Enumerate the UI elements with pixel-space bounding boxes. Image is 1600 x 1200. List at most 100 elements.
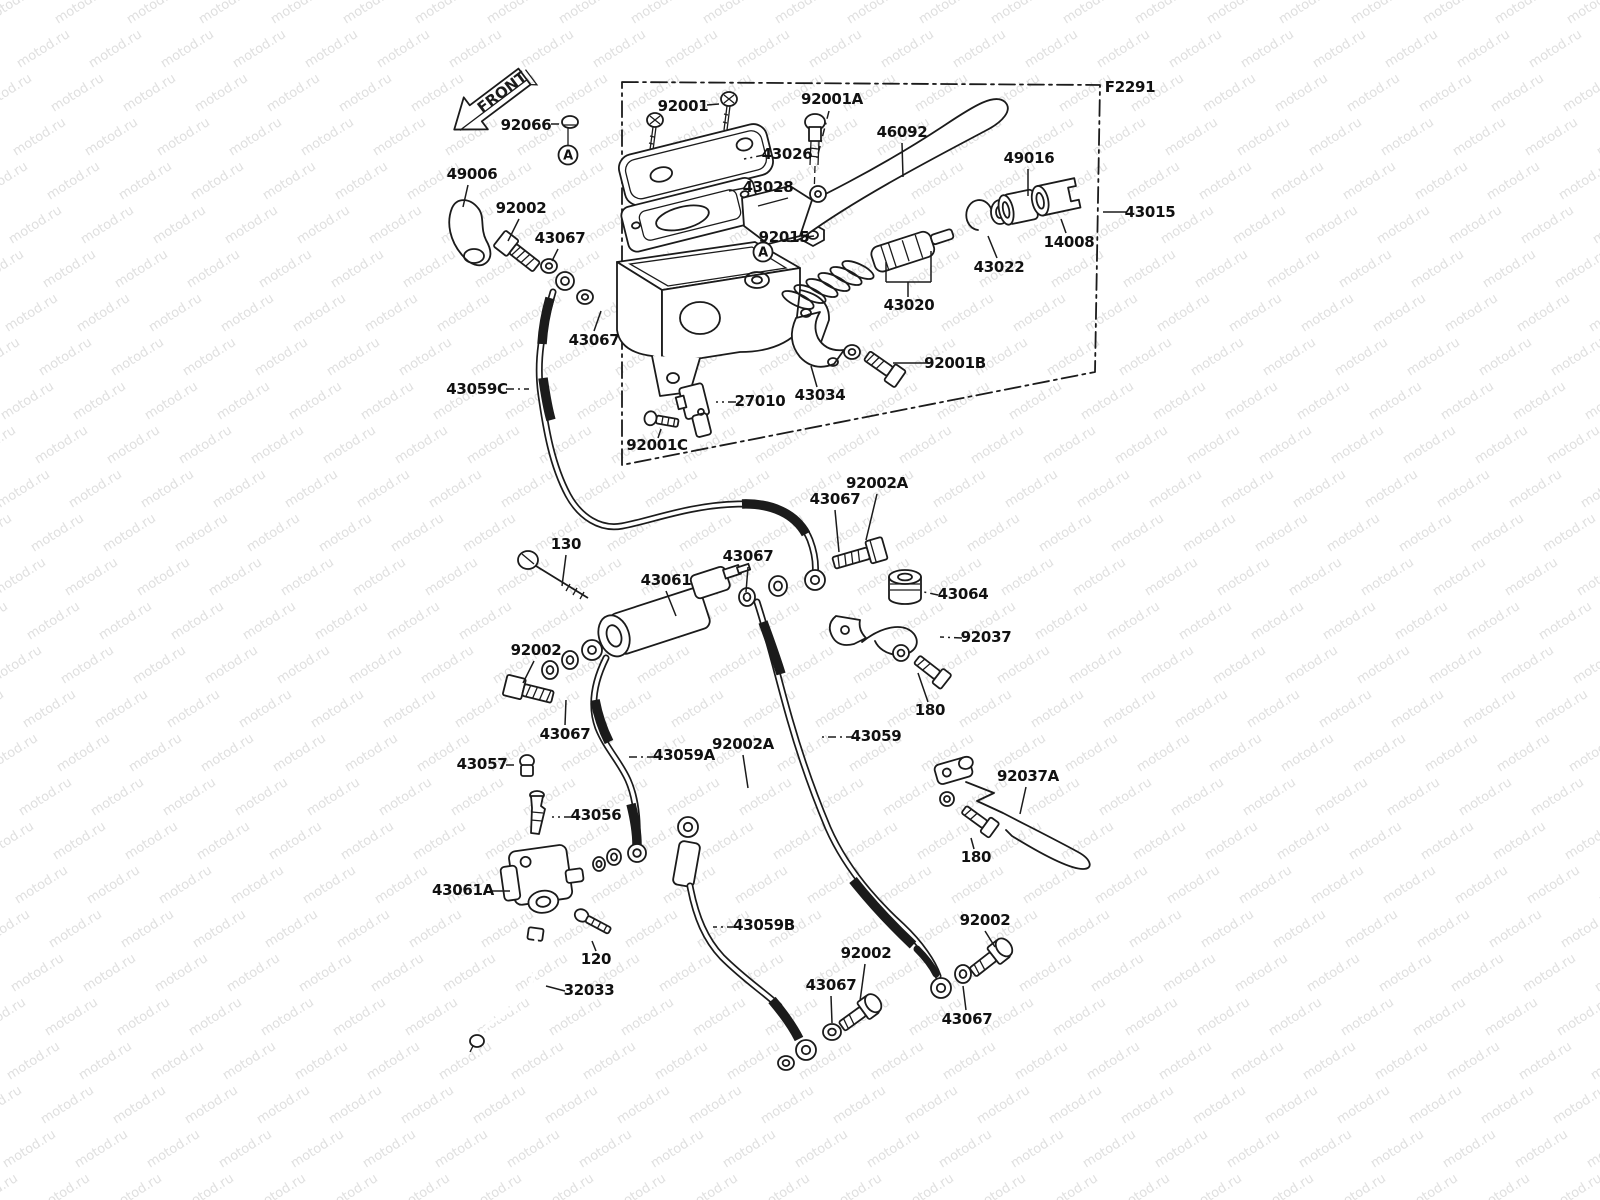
watermark-text: motod.ru <box>1536 599 1595 643</box>
watermark-text: motod.ru <box>148 1039 207 1083</box>
watermark-text: motod.ru <box>1414 907 1473 951</box>
watermark-text: motod.ru <box>1200 71 1259 115</box>
watermark-text: motod.ru <box>446 27 505 71</box>
watermark-text: motod.ru <box>1198 907 1257 951</box>
watermark-text: motod.ru <box>0 687 7 731</box>
watermark-text: motod.ru <box>346 643 405 687</box>
watermark-text: motod.ru <box>1548 335 1600 379</box>
leader-line <box>984 930 996 948</box>
watermark-text: motod.ru <box>1222 379 1281 423</box>
part-label-43026: 43026 <box>762 145 813 163</box>
watermark-text: motod.ru <box>806 27 865 71</box>
watermark-text: motod.ru <box>1166 27 1225 71</box>
watermark-text: motod.ru <box>1040 423 1099 467</box>
watermark-text: motod.ru <box>336 71 395 115</box>
watermark-text: motod.ru <box>1402 1171 1461 1200</box>
watermark-text: motod.ru <box>302 27 361 71</box>
leader-line <box>1019 786 1027 815</box>
watermark-text: motod.ru <box>842 819 901 863</box>
watermark-text: motod.ru <box>1108 511 1167 555</box>
watermark-text: motod.ru <box>434 291 493 335</box>
watermark-text: motod.ru <box>1104 599 1163 643</box>
part-label-92001A: 92001A <box>801 90 864 108</box>
part-label-43067: 43067 <box>535 229 586 247</box>
watermark-text: motod.ru <box>1532 687 1591 731</box>
watermark-text: motod.ru <box>896 423 955 467</box>
watermark-text: motod.ru <box>690 995 749 1039</box>
watermark-text: motod.ru <box>384 599 443 643</box>
watermark-text: motod.ru <box>426 467 485 511</box>
watermark-text: motod.ru <box>1112 423 1171 467</box>
bushing-49016 <box>997 188 1039 226</box>
watermark-text: motod.ru <box>1486 907 1545 951</box>
watermark-text: motod.ru <box>354 467 413 511</box>
watermark-text: motod.ru <box>0 423 19 467</box>
watermark-text: motod.ru <box>1006 379 1065 423</box>
watermark-text: motod.ru <box>366 203 425 247</box>
leader-line <box>865 493 878 541</box>
watermark-text: motod.ru <box>668 687 727 731</box>
watermark-text: motod.ru <box>1142 555 1201 599</box>
leader-line <box>665 590 677 617</box>
watermark-text: motod.ru <box>252 335 311 379</box>
part-label-43020: 43020 <box>884 296 935 314</box>
watermark-text: motod.ru <box>1490 819 1549 863</box>
watermark-text: motod.ru <box>1474 1171 1533 1200</box>
watermark-text: motod.ru <box>12 863 71 907</box>
watermark-text: motod.ru <box>792 1127 851 1171</box>
watermark-text: motod.ru <box>292 1039 351 1083</box>
watermark-text: motod.ru <box>1328 423 1387 467</box>
watermark-text: motod.ru <box>1082 291 1141 335</box>
watermark-text: motod.ru <box>916 0 975 27</box>
watermark-text: motod.ru <box>190 907 249 951</box>
leader-line <box>816 110 830 159</box>
part-label-43061A: 43061A <box>432 881 495 899</box>
watermark-text: motod.ru <box>1478 1083 1537 1127</box>
watermark-text: motod.ru <box>570 467 629 511</box>
watermark-text: motod.ru <box>758 1083 817 1127</box>
leader-line <box>742 754 749 789</box>
watermark-text: motod.ru <box>1362 467 1421 511</box>
watermark-text: motod.ru <box>1214 555 1273 599</box>
leader-line <box>970 837 975 850</box>
piston-spring-43020 <box>781 228 955 310</box>
watermark-text: motod.ru <box>1126 907 1185 951</box>
watermark-text: motod.ru <box>1132 0 1191 27</box>
watermark-text: motod.ru <box>6 203 65 247</box>
watermark-text: motod.ru <box>656 951 715 995</box>
watermark-text: motod.ru <box>1526 27 1585 71</box>
watermark-text: motod.ru <box>1316 687 1375 731</box>
brake-hose-43059C <box>535 288 826 591</box>
watermark-text: motod.ru <box>1226 291 1285 335</box>
watermark-text: motod.ru <box>1370 291 1429 335</box>
watermark-text: motod.ru <box>1260 335 1319 379</box>
bleeder-valve-43056 <box>529 790 546 835</box>
watermark-text: motod.ru <box>902 1083 961 1127</box>
watermark-text: motod.ru <box>124 0 183 27</box>
watermark-text: motod.ru <box>1268 159 1327 203</box>
bolt-180-upper <box>892 644 952 690</box>
watermark-text: motod.ru <box>358 379 417 423</box>
watermark-text: motod.ru <box>1046 1083 1105 1127</box>
part-label-43059B: 43059B <box>733 916 795 934</box>
watermark-text: motod.ru <box>298 115 357 159</box>
watermark-text: motod.ru <box>216 1127 275 1171</box>
watermark-text: motod.ru <box>1338 995 1397 1039</box>
watermark-text: motod.ru <box>222 203 281 247</box>
watermark-text: motod.ru <box>580 1039 639 1083</box>
watermark-text: motod.ru <box>114 995 173 1039</box>
watermark-text: motod.ru <box>342 731 401 775</box>
watermark-text: motod.ru <box>1054 907 1113 951</box>
clamp-92037A <box>933 755 1091 870</box>
watermark-text: motod.ru <box>1138 643 1197 687</box>
watermark-text: motod.ru <box>1278 731 1337 775</box>
leader-line <box>507 218 520 242</box>
watermark-text: motod.ru <box>970 1171 1029 1200</box>
watermark-text: motod.ru <box>218 291 277 335</box>
watermark-text: motod.ru <box>1476 335 1535 379</box>
watermark-text: motod.ru <box>412 0 471 27</box>
watermark-text: motod.ru <box>78 203 137 247</box>
watermark-text: motod.ru <box>326 1083 385 1127</box>
watermark-text: motod.ru <box>58 643 117 687</box>
watermark-text: motod.ru <box>192 71 251 115</box>
